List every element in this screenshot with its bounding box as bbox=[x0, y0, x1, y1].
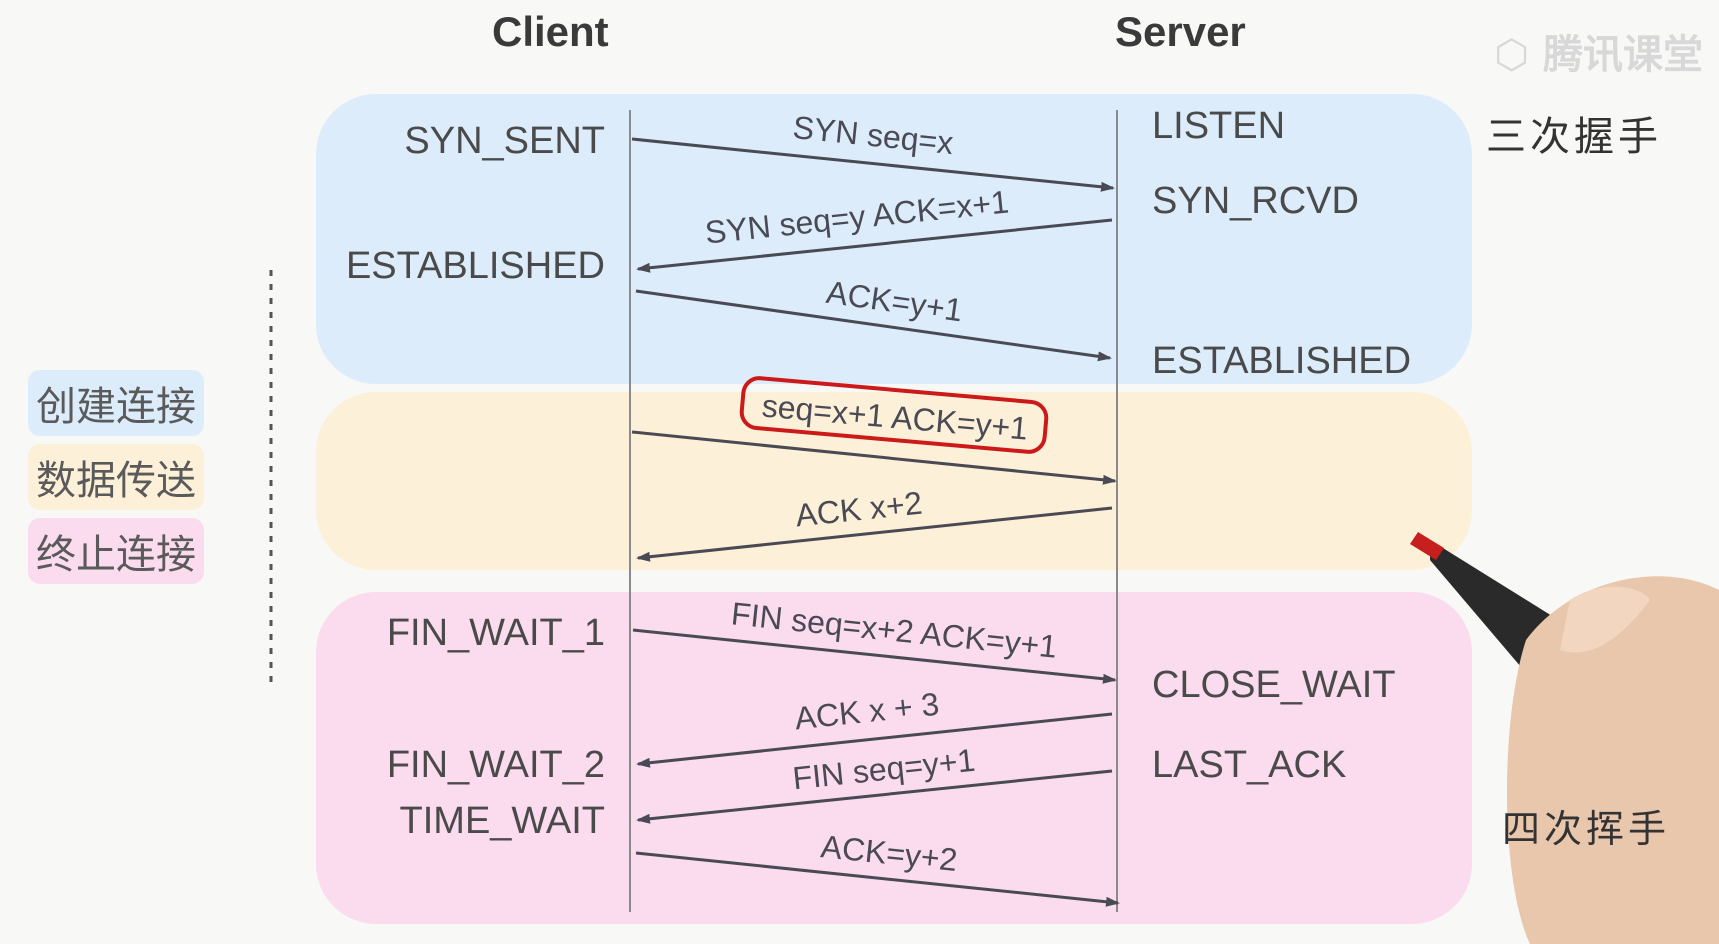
arrow-data-ack bbox=[636, 506, 1113, 562]
legend-connect: 创建连接 bbox=[28, 370, 204, 436]
server-state-last-ack: LAST_ACK bbox=[1152, 744, 1347, 786]
server-state-listen: LISTEN bbox=[1152, 105, 1286, 147]
watermark-logo-icon: ⬡ bbox=[1494, 32, 1530, 78]
client-state-fin-wait-1: FIN_WAIT_1 bbox=[386, 612, 605, 654]
msg-label: ACK=y+2 bbox=[819, 828, 959, 878]
phase-label-handshake: 三次握手 bbox=[1486, 114, 1662, 160]
msg-label: SYN seq=y ACK=x+1 bbox=[703, 183, 1010, 250]
msg-label: ACK x+2 bbox=[794, 485, 924, 534]
arrow-fin2 bbox=[636, 769, 1113, 824]
server-state-established: ESTABLISHED bbox=[1152, 340, 1412, 382]
transfer-band bbox=[316, 392, 1472, 570]
legend-transfer: 数据传送 bbox=[28, 444, 204, 510]
server-header: Server bbox=[1115, 8, 1246, 55]
msg-label: FIN seq=x+2 ACK=y+1 bbox=[729, 595, 1058, 664]
watermark-text: 腾讯课堂 bbox=[1543, 32, 1703, 78]
watermark: ⬡ 腾讯课堂 bbox=[1494, 22, 1703, 80]
arrow-syn bbox=[631, 137, 1115, 192]
client-state-fin-wait-2: FIN_WAIT_2 bbox=[386, 744, 605, 786]
client-state-established: ESTABLISHED bbox=[345, 245, 605, 287]
legend-terminate: 终止连接 bbox=[28, 518, 204, 584]
msg-label: ACK x + 3 bbox=[793, 686, 941, 737]
connect-band bbox=[316, 94, 1472, 384]
arrow-ack bbox=[635, 289, 1112, 362]
server-state-syn-rcvd: SYN_RCVD bbox=[1152, 180, 1359, 222]
server-state-close-wait: CLOSE_WAIT bbox=[1152, 664, 1396, 706]
msg-label: SYN seq=x bbox=[791, 109, 955, 161]
arrow-syn-ack bbox=[636, 218, 1113, 273]
terminate-band bbox=[316, 592, 1472, 924]
client-state-time-wait: TIME_WAIT bbox=[399, 800, 605, 842]
arrow-data bbox=[631, 430, 1117, 485]
highlight-ring bbox=[739, 376, 1049, 454]
pen-illustration bbox=[1410, 532, 1719, 944]
client-state-syn-sent: SYN_SENT bbox=[404, 120, 605, 162]
phase-label-wave: 四次挥手 bbox=[1502, 807, 1671, 851]
arrow-ack-fin1 bbox=[636, 712, 1113, 768]
arrow-fin1 bbox=[632, 628, 1117, 684]
client-header: Client bbox=[492, 8, 609, 55]
arrow-ack-fin2 bbox=[635, 851, 1120, 907]
